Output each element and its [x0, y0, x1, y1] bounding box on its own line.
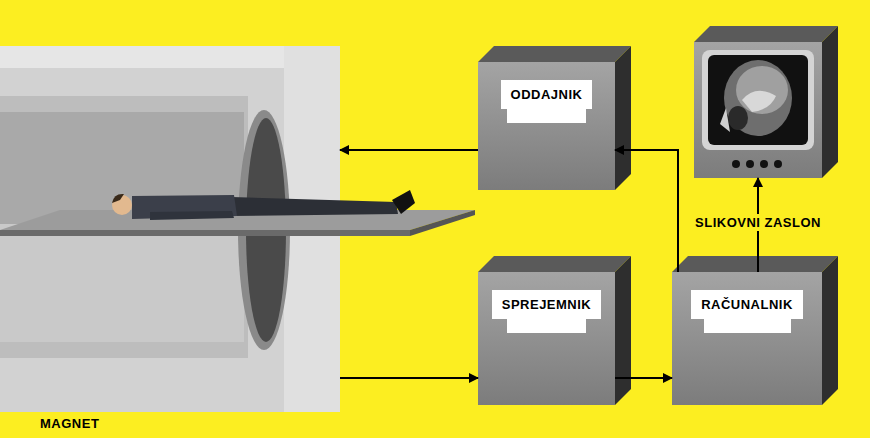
receiver-box: SPREJEMNIK [478, 272, 615, 405]
transmitter-cabinet [478, 46, 631, 190]
box-front [478, 62, 615, 190]
signal-arrow [340, 149, 478, 151]
control-dot [732, 160, 740, 168]
box-label: SPREJEMNIK [492, 290, 602, 319]
box-side [822, 26, 838, 178]
box-front [478, 272, 615, 405]
label-tab [507, 109, 586, 123]
control-dot [746, 160, 754, 168]
signal-arrow [615, 377, 672, 379]
box-top [478, 256, 631, 272]
bore-lower-wall [0, 224, 244, 342]
box-side [615, 46, 631, 190]
table-end [410, 210, 475, 236]
box-front [672, 272, 822, 405]
label-tab [507, 319, 586, 333]
box-top [694, 26, 838, 42]
label-tab [704, 319, 791, 333]
patient-feet [392, 190, 415, 214]
box-top [672, 256, 838, 272]
screen-frame [702, 50, 814, 150]
box-label: ODDAJNIK [501, 80, 593, 109]
table-edge [0, 230, 410, 236]
patient-legs [232, 197, 398, 216]
signal-arrow [340, 377, 478, 379]
signal-arrow [615, 150, 678, 272]
box-heading: SLIKOVNI ZASLON [692, 214, 824, 231]
patient-torso [132, 195, 237, 219]
patient [112, 190, 415, 220]
patient-arm [150, 211, 234, 220]
mri-face [728, 106, 748, 130]
box-top [478, 46, 631, 62]
control-dot [774, 160, 782, 168]
mri-structure [742, 91, 776, 112]
screen [708, 55, 808, 145]
patient-hair [112, 194, 124, 203]
computer-box: RAČUNALNIK [672, 272, 822, 405]
magnet-housing: MAGNET [0, 46, 340, 412]
mri-brain [736, 66, 788, 114]
receiver-cabinet [478, 256, 631, 405]
box-front [694, 42, 822, 178]
box-side [615, 256, 631, 405]
box-label: RAČUNALNIK [691, 290, 803, 319]
bore-upper-wall [0, 112, 244, 224]
transmitter-box: ODDAJNIK [478, 62, 615, 190]
mri-head [724, 60, 792, 136]
box-heading: MAGNET [40, 416, 99, 431]
control-dot [760, 160, 768, 168]
display-box: SLIKOVNI ZASLON [694, 42, 822, 178]
box-side [822, 256, 838, 405]
display-cabinet [694, 26, 838, 178]
mri-nose [720, 108, 730, 132]
computer-cabinet [672, 256, 838, 405]
